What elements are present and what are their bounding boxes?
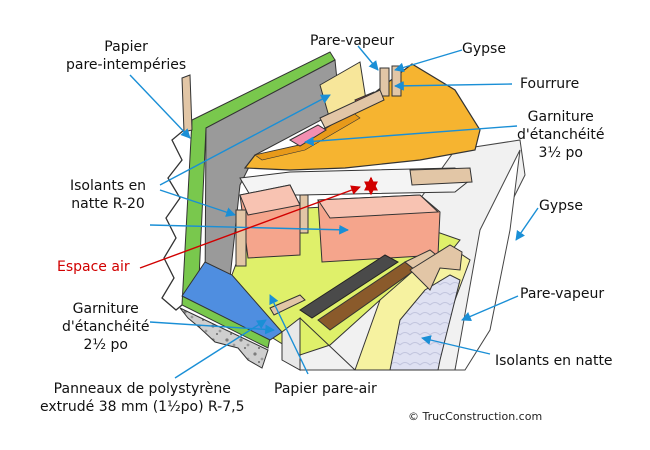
floor-insulation xyxy=(354,244,471,371)
studs xyxy=(235,194,309,316)
wall-insulation-batts xyxy=(239,184,441,263)
label-air-space: Espace air xyxy=(57,259,130,275)
label-sealing-gasket-bottom: Garniture d'étanchéité 2½ po xyxy=(62,301,150,353)
copyright-notice: © TrucConstruction.com xyxy=(408,410,543,423)
label-vapour-barrier-top: Pare-vapeur xyxy=(310,33,395,49)
label-batt-insulation: Isolants en natte xyxy=(495,353,613,369)
label-furring: Fourrure xyxy=(520,76,580,92)
stone-foundation xyxy=(179,307,269,369)
label-vapour-barrier-right: Pare-vapeur xyxy=(520,286,605,302)
label-sealing-gasket-top: Garniture d'étanchéité 3½ po xyxy=(517,109,605,161)
stud-left xyxy=(181,74,193,133)
top-plate xyxy=(239,167,473,196)
label-polystyrene-panels: Panneaux de polystyrène extrudé 38 mm (1… xyxy=(40,381,245,415)
label-air-barrier-paper: Papier pare-air xyxy=(274,381,377,397)
label-gypsum-right: Gypse xyxy=(539,198,583,214)
label-weather-barrier-paper: Papier pare-intempéries xyxy=(66,39,187,73)
label-batt-insulation-r20: Isolants en natte R-20 xyxy=(70,178,147,212)
label-gypsum-top: Gypse xyxy=(462,41,506,57)
floor-base xyxy=(281,316,356,371)
leader-arrows xyxy=(129,45,539,379)
